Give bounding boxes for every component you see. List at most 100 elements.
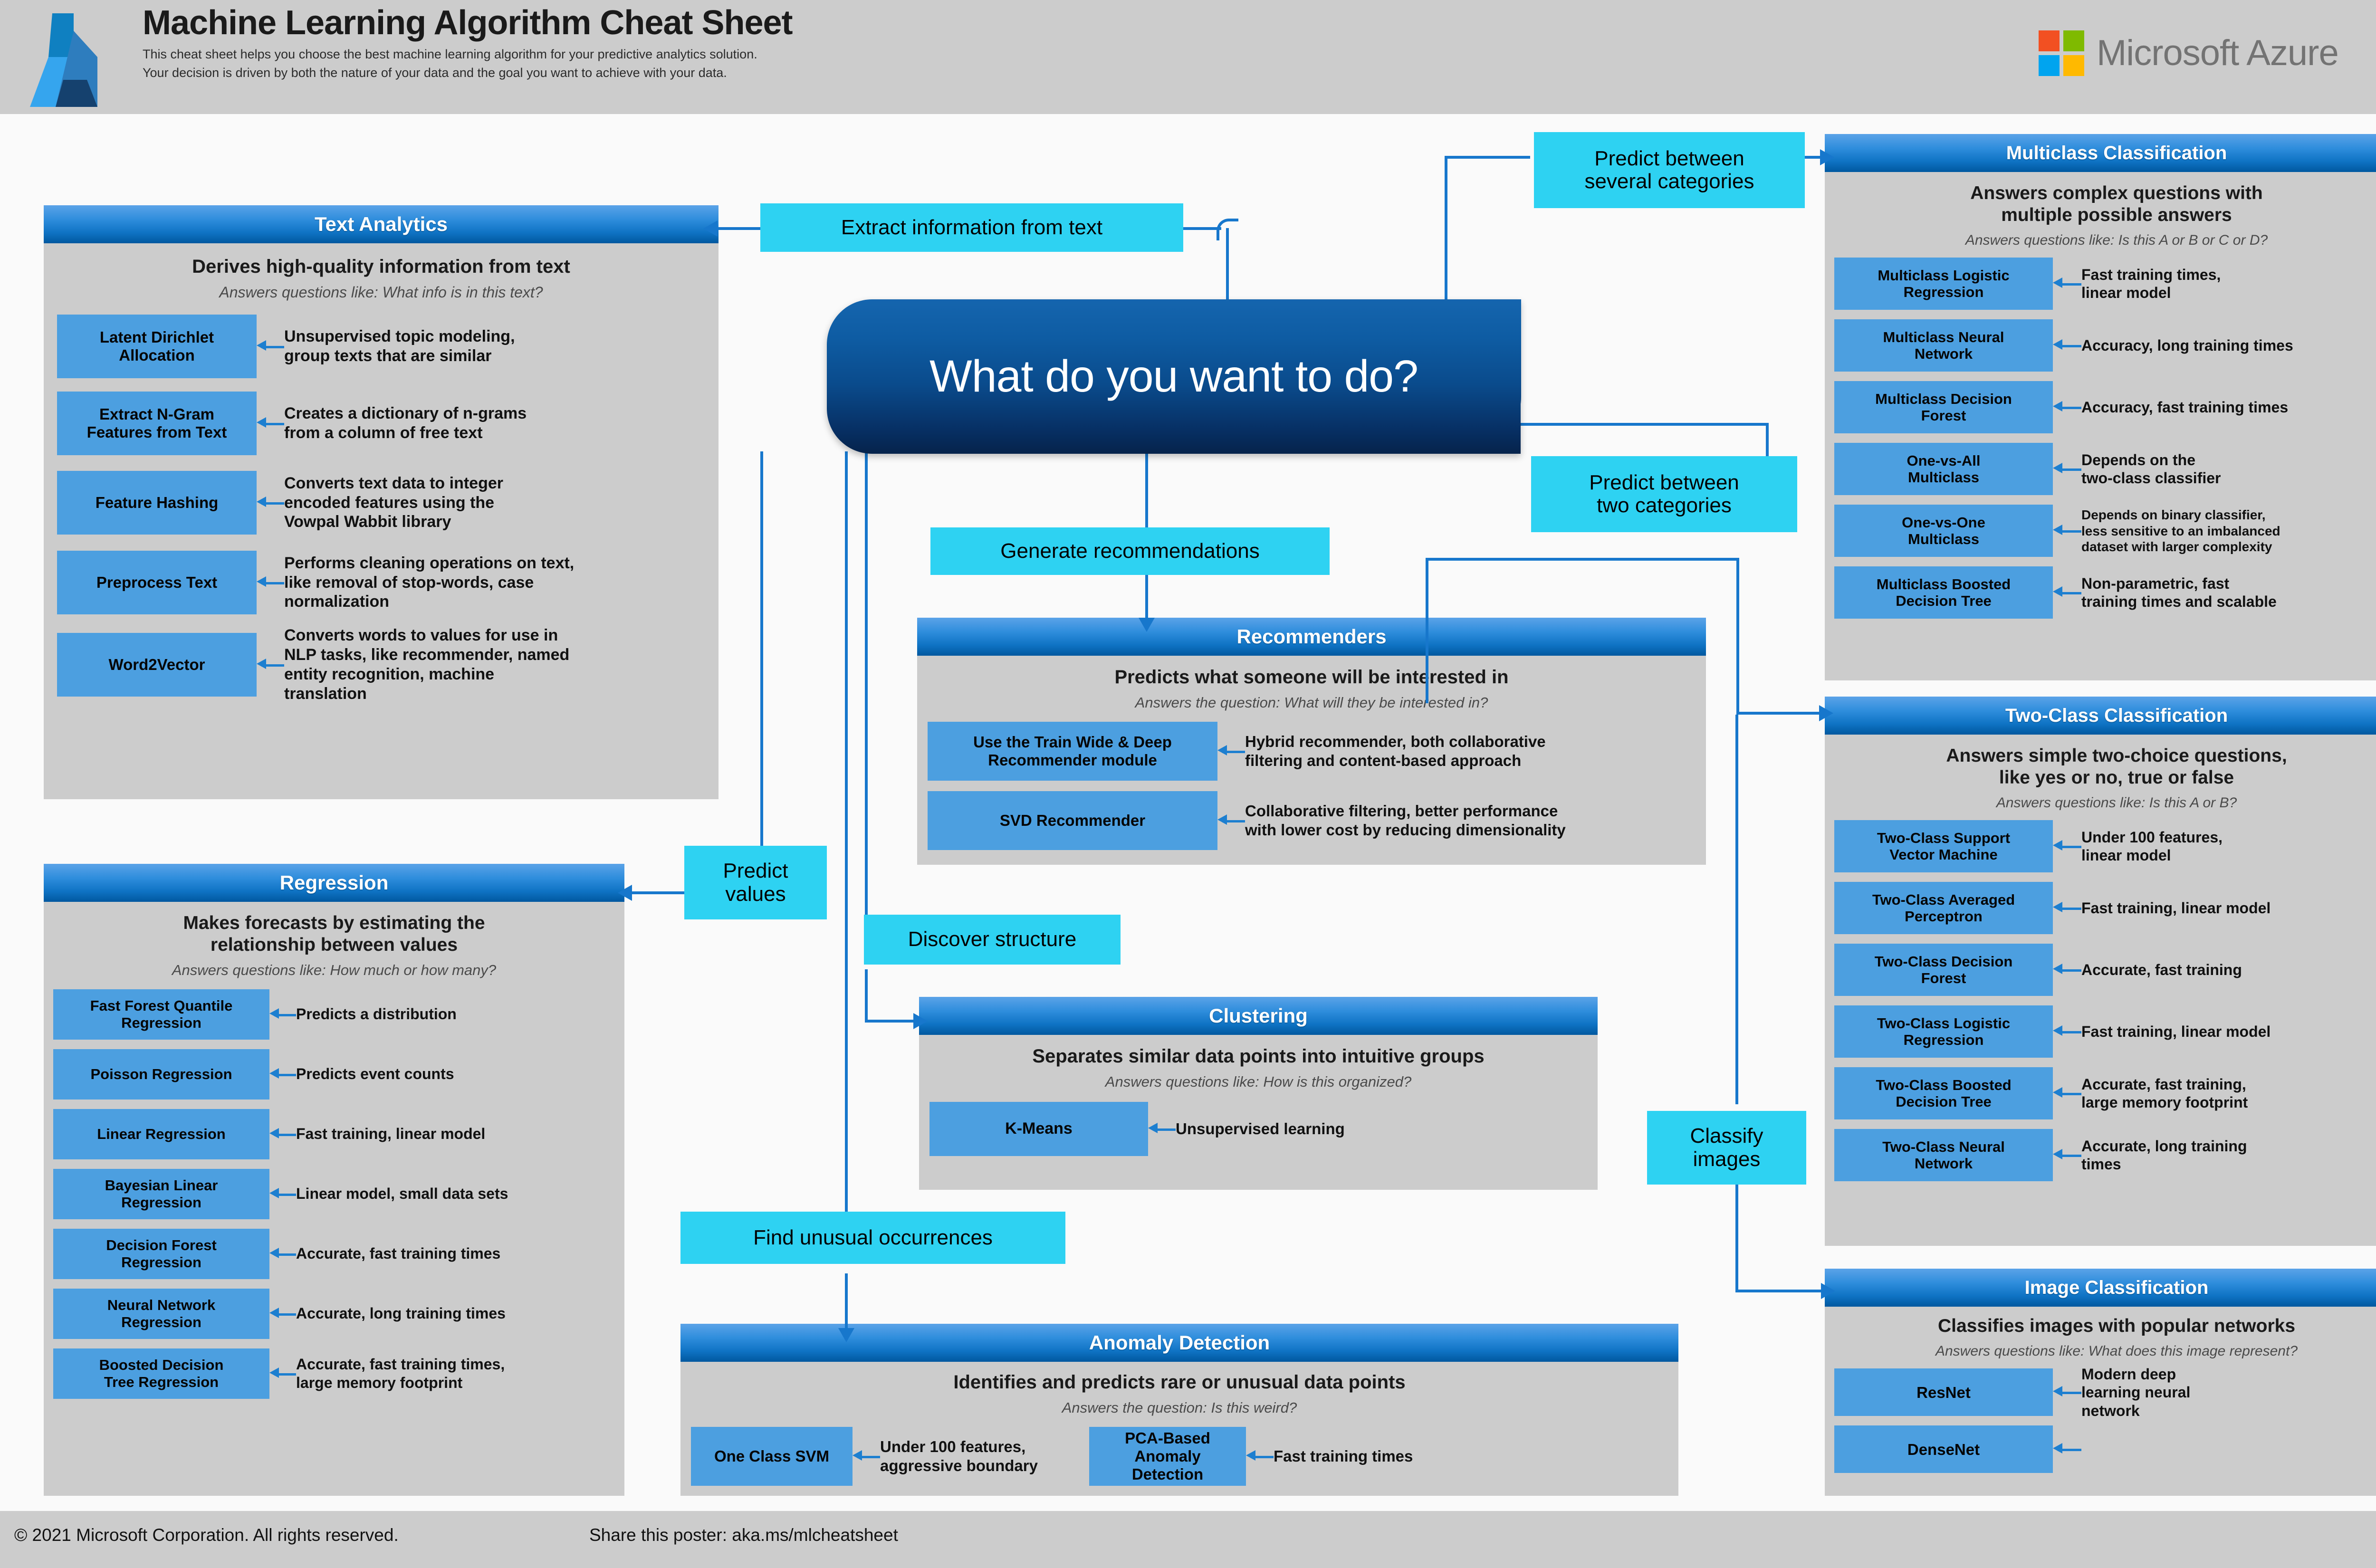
algorithm-name: Extract N-Gram Features from Text [86, 405, 227, 441]
algorithm-box-two-class-support-vector-machine[interactable]: Two-Class Support Vector Machine [1834, 820, 2053, 873]
algorithm-note: Fast training, linear model [2081, 1023, 2271, 1041]
algorithm-row: Poisson Regression Predicts event counts [53, 1048, 624, 1101]
algorithm-box-linear-regression[interactable]: Linear Regression [53, 1109, 269, 1159]
decision-chip-extract-information-from-text[interactable]: Extract information from text [760, 203, 1183, 252]
footer-bar: © 2021 Microsoft Corporation. All rights… [0, 1511, 2376, 1568]
algorithm-note: Hybrid recommender, both collaborative f… [1245, 733, 1546, 769]
algorithm-box-bayesian-linear-regression[interactable]: Bayesian Linear Regression [53, 1168, 269, 1219]
panel-image-classification: Image Classification Classifies images w… [1825, 1269, 2376, 1496]
decision-chip-predict-between-several-categories[interactable]: Predict between several categories [1534, 132, 1805, 208]
algorithm-box-neural-network-regression[interactable]: Neural Network Regression [53, 1288, 269, 1339]
algorithm-note: Accurate, fast training, large memory fo… [2081, 1076, 2248, 1111]
connector-unusual-v1 [845, 451, 848, 1231]
algorithm-box-boosted-decision-tree-regression[interactable]: Boosted Decision Tree Regression [53, 1348, 269, 1399]
algorithm-name: Two-Class Decision Forest [1874, 953, 2013, 987]
decision-chip-find-unusual-occurrences[interactable]: Find unusual occurrences [680, 1212, 1065, 1264]
chip-label: Generate recommendations [1000, 539, 1260, 563]
central-question-node: What do you want to do? [827, 299, 1521, 454]
algorithm-box-one-vs-one-multiclass[interactable]: One-vs-One Multiclass [1834, 505, 2053, 557]
algorithm-name: Two-Class Logistic Regression [1877, 1015, 2011, 1049]
panel-title-regression: Regression [44, 864, 624, 902]
algorithm-box-train-wide-and-deep-recommender[interactable]: Use the Train Wide & Deep Recommender mo… [928, 721, 1217, 781]
algorithm-box-preprocess-text[interactable]: Preprocess Text [57, 550, 257, 614]
algorithm-box-latent-dirichlet-allocation[interactable]: Latent Dirichlet Allocation [57, 314, 257, 378]
algorithm-row: Multiclass Logistic Regression Fast trai… [1834, 256, 2376, 311]
algorithm-box-two-class-neural-network[interactable]: Two-Class Neural Network [1834, 1129, 2053, 1182]
algorithm-box-word2vector[interactable]: Word2Vector [57, 632, 257, 697]
algorithm-row: K-Means Unsupervised learning [929, 1100, 1598, 1157]
decision-chip-generate-recommendations[interactable]: Generate recommendations [930, 527, 1330, 575]
algorithm-box-two-class-decision-forest[interactable]: Two-Class Decision Forest [1834, 944, 2053, 996]
arrow-to-image-classification [1821, 1283, 1835, 1299]
algorithm-name: One-vs-One Multiclass [1902, 514, 1985, 548]
algorithm-note: Predicts a distribution [296, 1005, 457, 1023]
panel-title-clustering: Clustering [919, 997, 1598, 1035]
algorithm-box-two-class-logistic-regression[interactable]: Two-Class Logistic Regression [1834, 1005, 2053, 1058]
algorithm-box-decision-forest-regression[interactable]: Decision Forest Regression [53, 1228, 269, 1279]
algorithm-name: One Class SVM [714, 1447, 830, 1465]
microsoft-squares-icon [2039, 30, 2084, 76]
decision-chip-predict-between-two-categories[interactable]: Predict between two categories [1531, 456, 1797, 532]
algorithm-name: K-Means [1005, 1119, 1073, 1138]
algorithm-name: Linear Regression [97, 1125, 226, 1142]
connector-two-categories-h3 [1736, 712, 1822, 715]
algorithm-box-extract-n-gram-features-from-text[interactable]: Extract N-Gram Features from Text [57, 391, 257, 455]
panel-question: Answers questions like: How is this orga… [1105, 1073, 1412, 1090]
algorithm-note: Depends on binary classifier, less sensi… [2081, 507, 2280, 555]
algorithm-row: Multiclass Decision Forest Accuracy, fas… [1834, 380, 2376, 435]
panel-anomaly-detection: Anomaly Detection Identifies and predict… [680, 1324, 1678, 1496]
algorithm-box-fast-forest-quantile-regression[interactable]: Fast Forest Quantile Regression [53, 989, 269, 1040]
panel-description: Makes forecasts by estimating the relati… [183, 913, 485, 956]
page-title: Machine Learning Algorithm Cheat Sheet [143, 4, 793, 42]
algorithm-note: Accuracy, long training times [2081, 337, 2293, 354]
algorithm-box-svd-recommender[interactable]: SVD Recommender [928, 791, 1217, 850]
algorithm-note: Unsupervised topic modeling, group texts… [284, 327, 515, 365]
algorithm-box-two-class-boosted-decision-tree[interactable]: Two-Class Boosted Decision Tree [1834, 1067, 2053, 1120]
chip-label: Predict values [723, 859, 788, 906]
arrow-to-regression [618, 885, 632, 901]
algorithm-note: Accurate, fast training [2081, 961, 2242, 979]
decision-chip-classify-images[interactable]: Classify images [1647, 1111, 1806, 1185]
algorithm-note: Linear model, small data sets [296, 1185, 508, 1203]
connector-several-categories-vertical [1445, 157, 1447, 304]
algorithm-row: Two-Class Averaged Perceptron Fast train… [1834, 880, 2376, 936]
algorithm-box-k-means[interactable]: K-Means [929, 1101, 1148, 1156]
algorithm-box-one-class-svm[interactable]: One Class SVM [691, 1426, 853, 1486]
algorithm-note: Predicts event counts [296, 1065, 454, 1083]
panel-title-two-class-classification: Two-Class Classification [1825, 697, 2376, 735]
algorithm-box-resnet[interactable]: ResNet [1834, 1368, 2053, 1416]
footer-share-link[interactable]: Share this poster: aka.ms/mlcheatsheet [589, 1525, 898, 1545]
page-subtitle-line2: Your decision is driven by both the natu… [143, 65, 727, 80]
algorithm-box-pca-based-anomaly-detection[interactable]: PCA-Based Anomaly Detection [1089, 1426, 1246, 1486]
algorithm-row: ResNet Modern deep learning neural netwo… [1834, 1366, 2376, 1419]
decision-chip-discover-structure[interactable]: Discover structure [864, 915, 1121, 965]
algorithm-box-multiclass-decision-forest[interactable]: Multiclass Decision Forest [1834, 381, 2053, 434]
algorithm-name: Multiclass Decision Forest [1875, 391, 2012, 424]
algorithm-note: Unsupervised learning [1176, 1119, 1345, 1138]
chip-label: Extract information from text [841, 215, 1103, 239]
panel-title-anomaly-detection: Anomaly Detection [680, 1324, 1678, 1362]
algorithm-box-feature-hashing[interactable]: Feature Hashing [57, 470, 257, 535]
arrow-to-two-class [1819, 705, 1833, 721]
connector-classify-images-h [1735, 1290, 1826, 1292]
algorithm-note: Fast training times, linear model [2081, 266, 2221, 302]
algorithm-name: ResNet [1916, 1383, 1971, 1401]
algorithm-box-multiclass-boosted-decision-tree[interactable]: Multiclass Boosted Decision Tree [1834, 566, 2053, 619]
algorithm-row: Neural Network Regression Accurate, long… [53, 1287, 624, 1340]
connector-extract-text-vertical [1226, 228, 1229, 304]
panel-text-analytics: Text Analytics Derives high-quality info… [44, 205, 719, 799]
decision-chip-predict-values[interactable]: Predict values [684, 846, 827, 919]
algorithm-box-one-vs-all-multiclass[interactable]: One-vs-All Multiclass [1834, 443, 2053, 496]
algorithm-box-multiclass-logistic-regression[interactable]: Multiclass Logistic Regression [1834, 258, 2053, 310]
algorithm-row: Feature Hashing Converts text data to in… [57, 467, 719, 538]
algorithm-box-poisson-regression[interactable]: Poisson Regression [53, 1049, 269, 1100]
algorithm-box-densenet[interactable]: DenseNet [1834, 1425, 2053, 1473]
panel-description: Predicts what someone will be interested… [1114, 667, 1509, 688]
algorithm-row: Preprocess Text Performs cleaning operat… [57, 547, 719, 618]
algorithm-box-multiclass-neural-network[interactable]: Multiclass Neural Network [1834, 319, 2053, 372]
central-question-text: What do you want to do? [929, 351, 1418, 402]
algorithm-note: Accuracy, fast training times [2081, 399, 2289, 416]
algorithm-note: Accurate, fast training times [296, 1245, 501, 1262]
panel-description: Derives high-quality information from te… [192, 256, 570, 277]
algorithm-box-two-class-averaged-perceptron[interactable]: Two-Class Averaged Perceptron [1834, 882, 2053, 935]
